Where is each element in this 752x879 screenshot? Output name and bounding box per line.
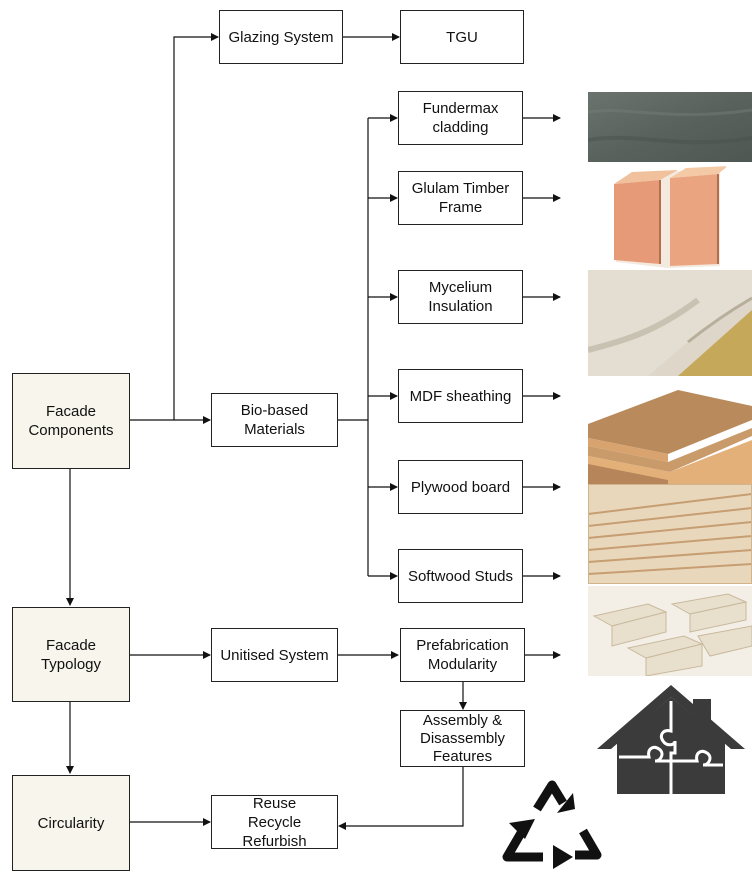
- edge-components-glazing: [173, 33, 219, 420]
- fundermax-cladding-node: Fundermax cladding: [398, 91, 523, 145]
- mycelium-insulation-photo: [588, 270, 752, 376]
- circularity-node: Circularity: [12, 775, 130, 871]
- unitised-system-node: Unitised System: [211, 628, 338, 682]
- plywood-board-photo: [588, 484, 752, 584]
- facade-components-node: Facade Components: [12, 373, 130, 469]
- fundermax-cladding-photo: [588, 92, 752, 162]
- prefabrication-modularity-node: Prefabrication Modularity: [400, 628, 525, 682]
- reuse-recycle-refurbish-node: Reuse Recycle Refurbish: [211, 795, 338, 850]
- plywood-board-node: Plywood board: [398, 460, 523, 514]
- mdf-sheathing-node: MDF sheathing: [398, 369, 523, 423]
- assembly-disassembly-node: Assembly & Disassembly Features: [400, 710, 525, 767]
- recycle-icon: [502, 780, 602, 869]
- softwood-studs-photo: [588, 586, 752, 676]
- house-puzzle-icon: [597, 685, 745, 794]
- softwood-studs-node: Softwood Studs: [398, 549, 523, 603]
- glulam-timber-frame-node: Glulam Timber Frame: [398, 171, 523, 225]
- bio-based-materials-node: Bio-based Materials: [211, 393, 338, 447]
- tgu-node: TGU: [400, 10, 524, 64]
- facade-typology-node: Facade Typology: [12, 607, 130, 702]
- edge-assembly-reuse: [338, 767, 464, 830]
- glazing-system-node: Glazing System: [219, 10, 343, 64]
- mycelium-insulation-node: Mycelium Insulation: [398, 270, 523, 324]
- glulam-timber-photo: [608, 164, 726, 270]
- mdf-sheathing-photo: [588, 376, 752, 484]
